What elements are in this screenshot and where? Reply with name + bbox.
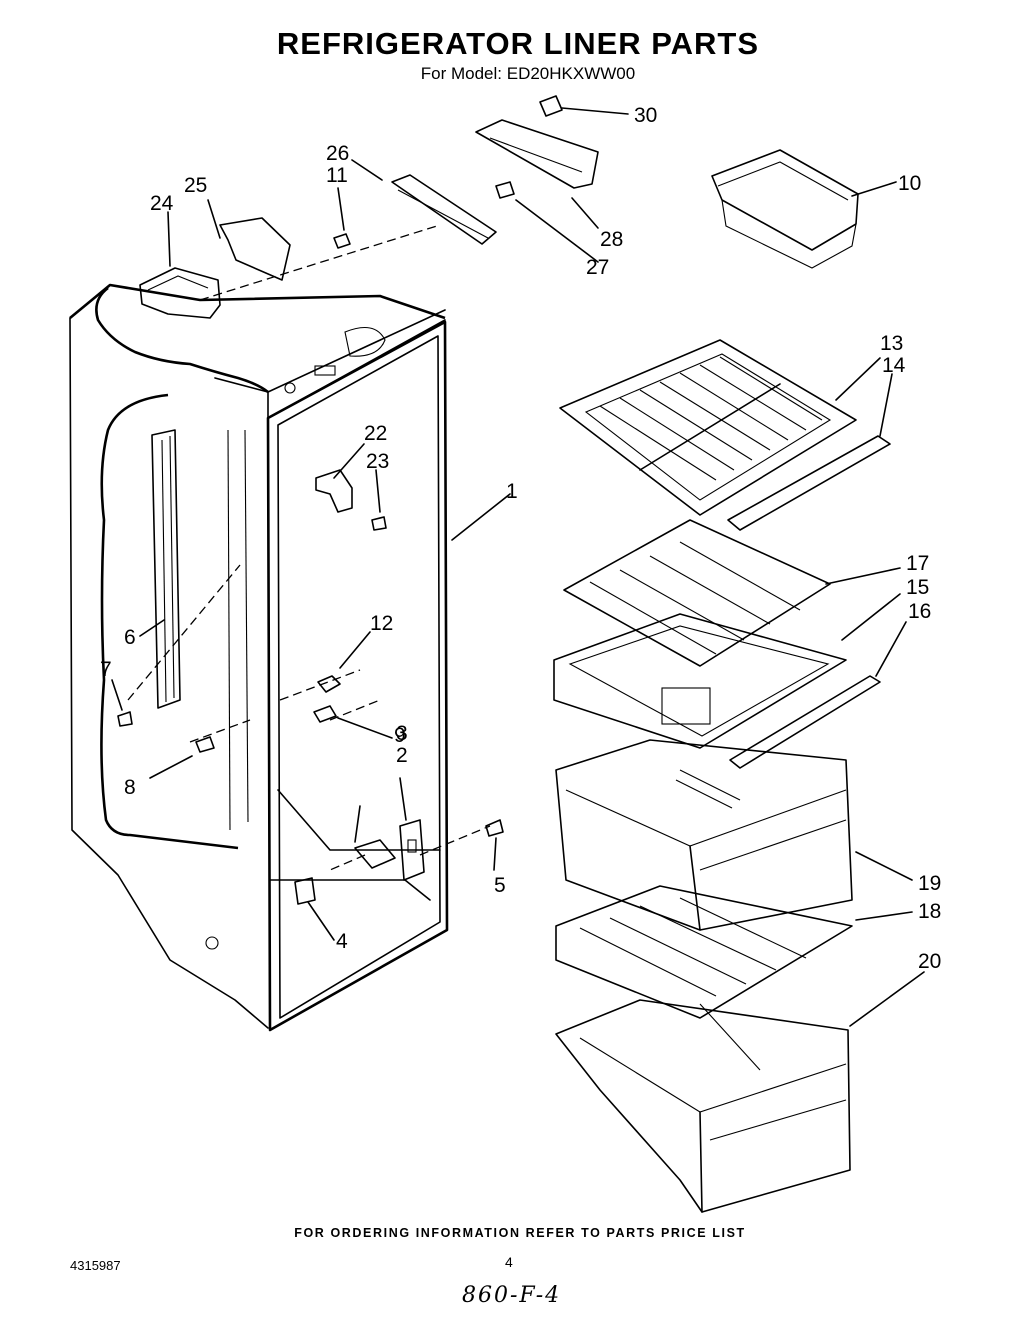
callout-1: 1 bbox=[506, 480, 518, 503]
ordering-note: FOR ORDERING INFORMATION REFER TO PARTS … bbox=[294, 1226, 746, 1240]
callout-28: 28 bbox=[600, 228, 623, 251]
callout-9: 9 bbox=[394, 724, 406, 747]
callout-labels: 1 2 3 4 5 6 7 8 9 10 11 12 13 14 15 16 1… bbox=[100, 104, 941, 973]
callout-30: 30 bbox=[634, 104, 657, 127]
callout-27: 27 bbox=[586, 256, 609, 279]
callout-15: 15 bbox=[906, 576, 929, 599]
callout-22: 22 bbox=[364, 422, 387, 445]
cabinet-liner bbox=[69, 224, 491, 1032]
callout-24: 24 bbox=[150, 192, 174, 215]
shelves-and-drawers bbox=[553, 339, 891, 1213]
callout-2: 2 bbox=[396, 744, 408, 767]
model-subtitle: For Model: ED20HKXWW00 bbox=[420, 64, 636, 83]
callout-17: 17 bbox=[906, 552, 929, 575]
callout-25: 25 bbox=[184, 174, 207, 197]
callout-8: 8 bbox=[124, 776, 136, 799]
callout-16: 16 bbox=[908, 600, 931, 623]
callout-11: 11 bbox=[326, 164, 348, 187]
callout-18: 18 bbox=[918, 900, 941, 923]
leader-lines bbox=[111, 107, 925, 1027]
top-parts bbox=[139, 95, 859, 319]
callout-19: 19 bbox=[918, 872, 941, 895]
hardware-pieces bbox=[117, 469, 504, 905]
callout-14: 14 bbox=[882, 354, 906, 377]
callout-10: 10 bbox=[898, 172, 921, 195]
callout-3: 3 bbox=[396, 722, 408, 745]
handwritten-note: 860-F-4 bbox=[462, 1283, 562, 1308]
callout-23: 23 bbox=[366, 450, 389, 473]
callout-20: 20 bbox=[918, 950, 941, 973]
page-number: 4 bbox=[505, 1254, 513, 1270]
callout-13: 13 bbox=[880, 332, 903, 355]
callout-5: 5 bbox=[494, 874, 506, 897]
callout-4: 4 bbox=[336, 930, 348, 953]
callout-26: 26 bbox=[326, 142, 349, 165]
callout-12: 12 bbox=[370, 612, 393, 635]
callout-6: 6 bbox=[124, 626, 136, 649]
callout-7: 7 bbox=[100, 658, 112, 681]
document-number: 4315987 bbox=[70, 1258, 121, 1273]
page-title: REFRIGERATOR LINER PARTS bbox=[276, 26, 760, 61]
